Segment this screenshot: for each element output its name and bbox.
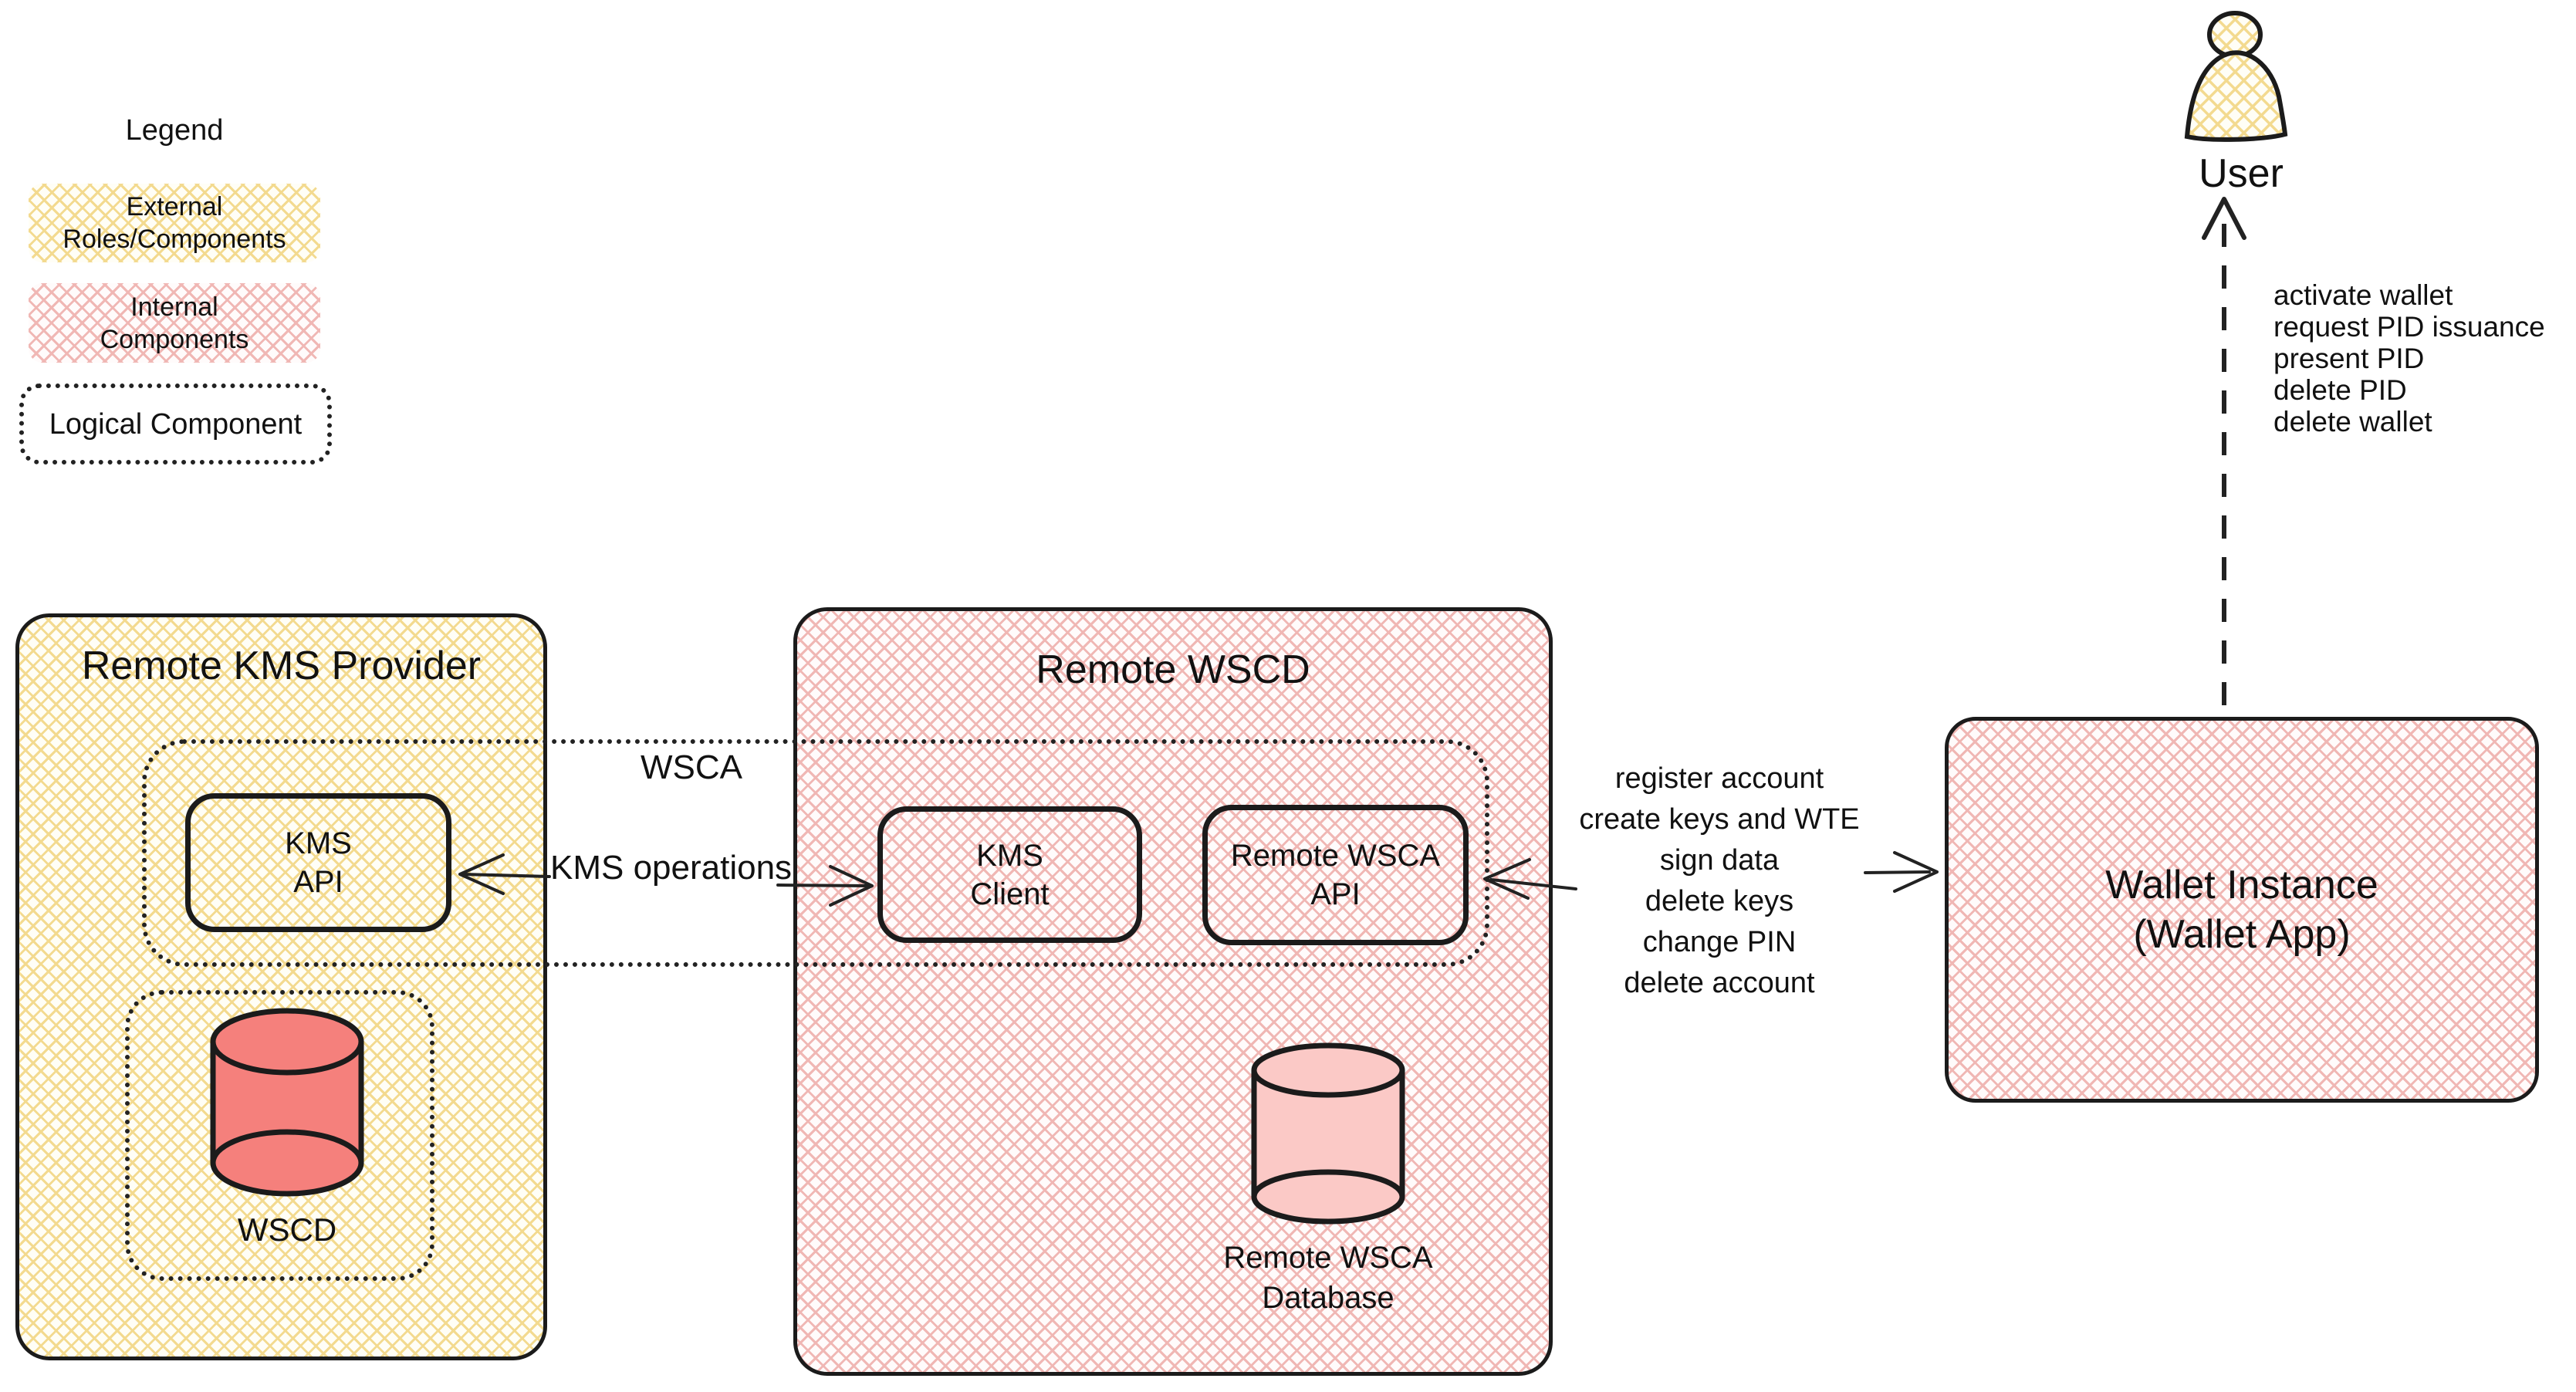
remote-wsca-api-label-line1: Remote WSCA <box>1230 839 1441 873</box>
wallet-instance-label-line1: Wallet Instance <box>2105 863 2378 907</box>
legend-external-label-line1: External <box>126 192 223 221</box>
kms-client-label-line2: Client <box>970 877 1050 911</box>
wallet-to-wsca-api-arrow <box>1483 858 1577 900</box>
legend-internal-swatch: Internal Components <box>29 283 320 363</box>
kms-api-label-line1: KMS <box>285 826 352 860</box>
operation-item: create keys and WTE <box>1579 803 1860 836</box>
action-item: activate wallet <box>2273 279 2453 311</box>
action-item: present PID <box>2273 343 2425 374</box>
wsca-logical-component-outline <box>142 739 1489 967</box>
remote-wsca-api-box: Remote WSCA API <box>1202 805 1469 945</box>
wallet-to-user-arrow <box>2202 197 2246 717</box>
wscd-to-wallet-arrow <box>1864 851 1939 893</box>
kms-client-box: KMS Client <box>877 806 1142 943</box>
operation-item: register account <box>1614 762 1824 795</box>
kms-operations-label: KMS operations <box>550 849 793 887</box>
remote-wsca-database-cylinder <box>1251 1042 1405 1225</box>
wallet-instance-box: Wallet Instance (Wallet App) <box>1945 717 2539 1103</box>
action-item: delete wallet <box>2273 406 2432 438</box>
kms-client-label-line1: KMS <box>976 838 1043 873</box>
wscd-logical-component-outline <box>125 990 434 1281</box>
legend-external-swatch: External Roles/Components <box>29 184 320 262</box>
user-icon <box>2184 11 2288 142</box>
wsca-database-label-line1: Remote WSCA <box>1223 1241 1433 1275</box>
operation-item: sign data <box>1659 844 1780 877</box>
legend-internal-label-line1: Internal <box>130 292 218 322</box>
remote-wscd-title: Remote WSCD <box>1036 647 1310 692</box>
legend-external-label-line2: Roles/Components <box>63 225 286 254</box>
action-item: request PID issuance <box>2273 311 2545 343</box>
user-wallet-actions-list: activate wallet request PID issuance pre… <box>2273 279 2545 438</box>
wsca-database-label-line2: Database <box>1262 1281 1394 1315</box>
remote-wscd-box <box>793 607 1553 1376</box>
remote-wsca-api-label-line2: API <box>1310 877 1361 911</box>
wscd-database-cylinder <box>210 1008 364 1197</box>
operation-item: delete account <box>1624 967 1815 999</box>
wallet-instance-label-line2: (Wallet App) <box>2133 912 2351 957</box>
legend-logical-label: Logical Component <box>49 407 303 441</box>
legend-internal-label-line2: Components <box>100 324 249 354</box>
legend-logical-swatch: Logical Component <box>19 383 332 465</box>
wsca-connection-label: WSCA <box>641 748 742 786</box>
kms-api-label-line2: API <box>293 865 343 899</box>
action-item: delete PID <box>2273 374 2407 406</box>
kms-operations-arrow-left <box>458 853 551 895</box>
operation-item: delete keys <box>1645 885 1794 917</box>
remote-kms-provider-title: Remote KMS Provider <box>81 644 482 688</box>
legend-title: Legend <box>125 114 224 147</box>
user-label: User <box>2199 151 2284 196</box>
wscd-database-label: WSCD <box>237 1211 337 1248</box>
kms-operations-arrow-right <box>776 865 874 907</box>
kms-api-box: KMS API <box>185 793 451 932</box>
wallet-wscd-operations-list: register account create keys and WTE sig… <box>1567 759 1872 1004</box>
operation-item: change PIN <box>1642 926 1797 958</box>
